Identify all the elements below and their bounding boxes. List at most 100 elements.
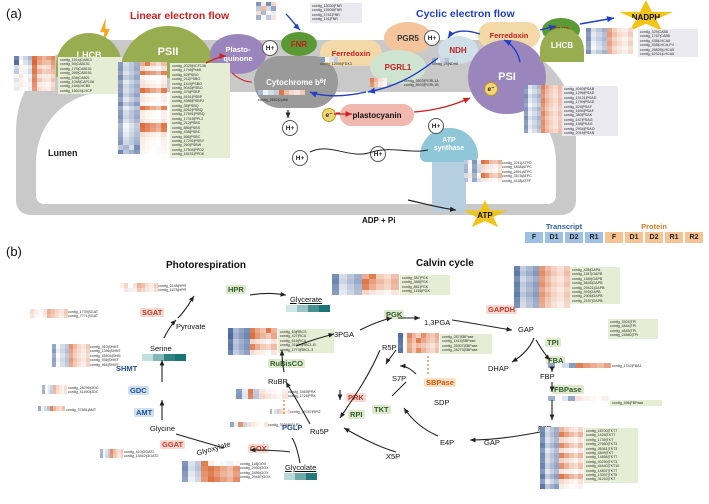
heatmap-cell: [540, 452, 545, 459]
heatmap-cell: [144, 70, 151, 76]
heatmap-cell: [188, 466, 195, 472]
heatmap-cell: [568, 432, 574, 438]
heatmap-cell: [50, 406, 53, 411]
heatmap-cell: [150, 145, 156, 150]
heatmap-cell: [38, 406, 41, 411]
heatmap-cell: [145, 283, 150, 288]
heatmap-cell: [260, 344, 266, 350]
heatmap-cell: [568, 468, 574, 474]
heatmap-cell: [52, 362, 57, 367]
heatmap-cell: [526, 297, 533, 303]
heatmap-cell: [118, 62, 124, 67]
heatmap-cell: [161, 123, 167, 128]
heatmap-cell: [161, 105, 167, 111]
heatmap-cell: [228, 338, 234, 345]
metabolite-e4p: E4P: [440, 438, 455, 447]
heatmap-cell: [150, 141, 156, 146]
heatmap-cell: [128, 88, 135, 93]
heatmap-cell: [559, 468, 564, 474]
heatmap-cell: [249, 338, 255, 345]
heatmap-cell: [544, 85, 550, 90]
heatmap-cell: [47, 406, 50, 411]
heatmap-cell: [526, 302, 533, 308]
heatmap-cell: [617, 49, 623, 55]
heatmap-cell: [194, 461, 202, 467]
heatmap-cell: [266, 2, 271, 7]
heatmap-cell: [294, 90, 300, 95]
heatmap-gdc: [42, 385, 68, 395]
heatmap-cell: [489, 173, 494, 178]
heatmap-cell: [407, 338, 412, 343]
heatmap-cell: [41, 406, 44, 411]
heatmap-cell: [32, 77, 37, 83]
heatmap-cell: [134, 127, 140, 133]
heatmap-cell: [155, 66, 162, 71]
heatmap-cell: [544, 484, 550, 490]
heatmap-cell: [586, 49, 592, 55]
heatmap-cell: [53, 385, 56, 390]
heatmap-cell: [139, 132, 145, 137]
heatmap-cell: [591, 28, 597, 33]
heatmap-cell: [14, 82, 19, 87]
heatmap-cell: [226, 476, 234, 482]
heatmap-cell: [128, 110, 135, 115]
heatmap-cell: [563, 463, 569, 469]
heatmap-cell: [354, 279, 362, 285]
enzyme-gox: GOX: [248, 444, 269, 453]
heatmap-cell: [100, 453, 103, 459]
heatmap-cell: [234, 422, 239, 428]
legend-cell-protein: R2: [684, 231, 704, 244]
heatmap-cell: [268, 90, 274, 95]
heatmap-cell: [118, 70, 124, 76]
heatmap-cell: [32, 69, 37, 74]
heatmap-cell: [332, 289, 340, 295]
heatmap-cell: [468, 160, 473, 165]
heatmap-cell: [60, 344, 65, 349]
heatmap-cell: [123, 66, 129, 71]
heatmap-cell: [63, 313, 68, 319]
heatmap-cell: [601, 36, 607, 42]
heatmap-cell: [601, 28, 607, 33]
fnr-complex-left: FNR: [281, 32, 317, 56]
heatmap-cell: [115, 453, 119, 459]
heatmap-cell: [118, 105, 124, 111]
heatmap-cell: [532, 291, 539, 298]
heatmap-cell: [464, 160, 469, 165]
heatmap-cell: [526, 286, 533, 292]
heatmap-cell: [528, 89, 533, 94]
electron-icon: e⁻: [484, 82, 498, 96]
heatmap-cell: [551, 286, 558, 292]
heatmap-cell: [544, 432, 550, 438]
heatmap-cell: [569, 363, 576, 369]
heatmap-cell: [532, 286, 539, 292]
heatmap-cell: [540, 484, 545, 490]
enzyme-tkt-left: TKT: [372, 405, 391, 414]
heatmap-cell: [238, 422, 243, 428]
heatmap-cell: [34, 309, 39, 314]
heatmap-cell: [236, 389, 242, 395]
heatmap-cell: [18, 69, 24, 74]
heatmap-cytb6f: [258, 90, 305, 95]
heatmap-cell: [242, 422, 247, 428]
heatmap-cell: [145, 287, 150, 293]
heatmap-cell: [398, 343, 403, 348]
enzyme-gdc: GDC: [128, 386, 149, 395]
heatmap-cell: [333, 57, 339, 62]
heatmap-cell: [540, 473, 545, 479]
heatmap-cell: [472, 164, 477, 169]
heatmap-cell: [30, 313, 35, 319]
heatmap-cell: [282, 389, 289, 395]
heatmap-cell: [220, 466, 227, 472]
heatmap-cell: [557, 85, 562, 90]
heatmap-cell: [139, 70, 145, 76]
heatmap-cell: [276, 389, 283, 395]
heatmap-cell: [391, 274, 399, 280]
heatmap-cell: [544, 297, 552, 303]
heatmap-cell: [100, 449, 103, 454]
heatmap-cell: [238, 349, 245, 355]
heatmap-cell: [617, 32, 623, 37]
heatmap-cell: [586, 36, 592, 42]
heatmap-cell: [520, 291, 527, 298]
heatmap-cell: [563, 458, 569, 464]
heatmap-tkt: [540, 427, 584, 490]
